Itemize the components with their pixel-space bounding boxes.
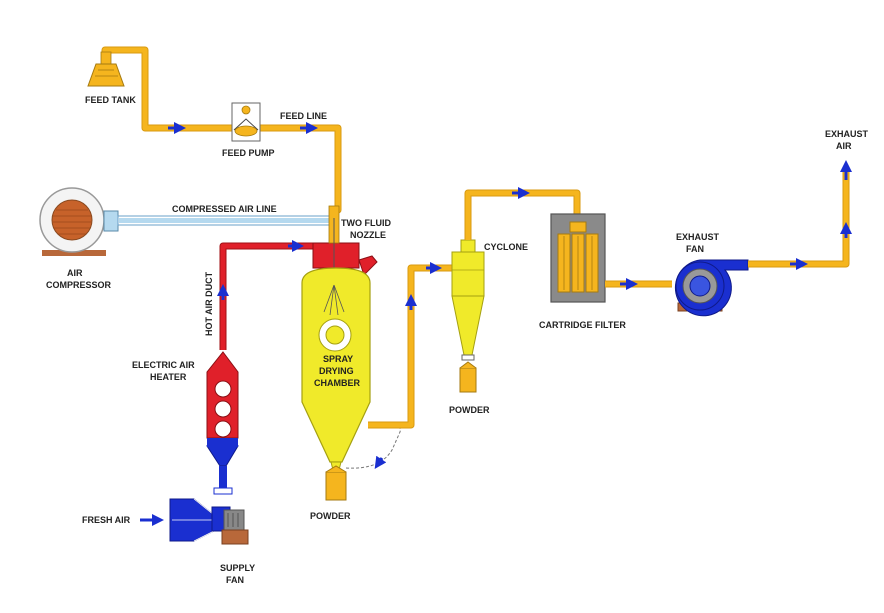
hot-air-duct-label: HOT AIR DUCT (204, 271, 214, 336)
electric-air-heater-icon (206, 351, 239, 467)
air-compressor-label-2: COMPRESSOR (46, 280, 112, 290)
cyclone-label: CYCLONE (484, 242, 528, 252)
exhaust-pipe (748, 168, 850, 268)
feed-tank-label: FEED TANK (85, 95, 136, 105)
powder-label-cyclone: POWDER (449, 405, 490, 415)
air-compressor-icon (39, 187, 119, 256)
exhaust-fan-label-1: EXHAUST (676, 232, 720, 242)
two-fluid-label: TWO FLUID (341, 218, 391, 228)
air-compressor-label-1: AIR (67, 268, 83, 278)
cartridge-filter-label: CARTRIDGE FILTER (539, 320, 626, 330)
chamber-label: CHAMBER (314, 378, 360, 388)
cartridge-filter-icon (550, 213, 606, 303)
spray-drying-chamber-icon (301, 205, 378, 501)
heater-label: HEATER (150, 372, 187, 382)
feed-line-label: FEED LINE (280, 111, 327, 121)
electric-air-label: ELECTRIC AIR (132, 360, 195, 370)
supply-fan-icon (169, 498, 249, 545)
exhaust-fan-icon (674, 259, 749, 317)
spray-label: SPRAY (323, 354, 353, 364)
fresh-air-duct (213, 466, 233, 495)
compressed-air-pipe (117, 215, 337, 226)
supply-fan-label-2: FAN (226, 575, 244, 585)
supply-fan-label-1: SUPPLY (220, 563, 255, 573)
fresh-air-label: FRESH AIR (82, 515, 131, 525)
exhaust-air-label-1: EXHAUST (825, 129, 869, 139)
compressed-air-line-label: COMPRESSED AIR LINE (172, 204, 277, 214)
feed-pump-label: FEED PUMP (222, 148, 275, 158)
cyclone-icon (451, 239, 485, 393)
fines-return-line (345, 423, 401, 469)
hot-air-duct (219, 242, 314, 350)
powder-label-chamber: POWDER (310, 511, 351, 521)
exhaust-fan-label-2: FAN (686, 244, 704, 254)
fines-arrow (374, 455, 387, 469)
drying-label: DRYING (319, 366, 354, 376)
feed-pump-icon (231, 102, 261, 142)
nozzle-label: NOZZLE (350, 230, 386, 240)
feed-tank-icon (87, 51, 125, 87)
exhaust-air-label-2: AIR (836, 141, 852, 151)
